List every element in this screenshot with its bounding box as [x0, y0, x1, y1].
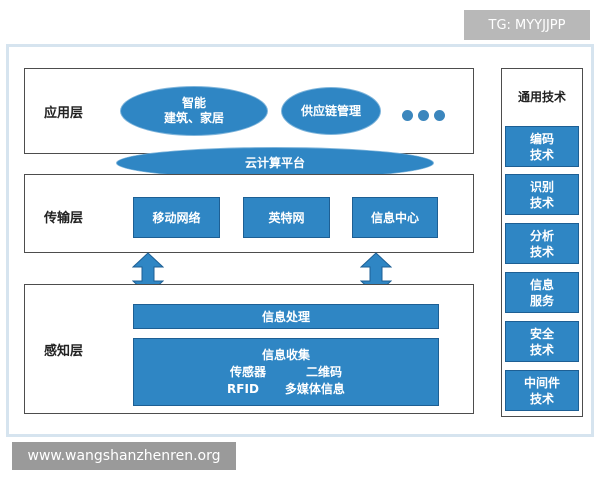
tech-item-analysis: 分析 技术	[505, 223, 579, 264]
building-home-label: 建筑、家居	[163, 111, 224, 125]
more-dot-2	[418, 110, 429, 121]
tech-item-middleware-line1: 中间件	[523, 375, 560, 390]
application-layer-label: 应用层	[44, 106, 84, 121]
mobile-network-box: 移动网络	[133, 197, 220, 238]
cloud-platform-label: 云计算平台	[244, 155, 305, 170]
tech-item-analysis-line2: 技术	[529, 244, 554, 259]
information-center-box: 信息中心	[352, 197, 438, 238]
general-tech-header: 通用技术	[517, 89, 566, 104]
perception-layer-label: 感知层	[44, 344, 84, 359]
tg-tag: TG: MYYJJPP	[464, 10, 590, 40]
smart-building-home-ellipse: 智能 建筑、家居	[120, 86, 268, 136]
supply-chain-label: 供应链管理	[300, 103, 361, 118]
more-dot-1	[402, 110, 413, 121]
tech-item-encoding: 编码 技术	[505, 126, 579, 167]
tech-item-recognition: 识别 技术	[505, 174, 579, 215]
tech-item-middleware: 中间件 技术	[505, 370, 579, 411]
internet-box: 英特网	[243, 197, 330, 238]
qr-code-label: 二维码	[306, 364, 343, 379]
website-watermark: www.wangshanzhenren.org	[12, 442, 236, 470]
information-processing-box: 信息处理	[133, 304, 439, 329]
collection-row-2: RFID 多媒体信息	[134, 381, 438, 398]
tech-item-recognition-line1: 识别	[529, 179, 554, 194]
tech-item-encoding-line1: 编码	[529, 131, 554, 146]
collection-row-1: 传感器 二维码	[134, 364, 438, 381]
multimedia-label: 多媒体信息	[284, 381, 345, 396]
tech-item-analysis-line1: 分析	[529, 228, 554, 243]
supply-chain-ellipse: 供应链管理	[281, 87, 381, 135]
more-dot-3	[434, 110, 445, 121]
tech-item-info-service-line1: 信息	[529, 277, 554, 292]
tech-item-info-service: 信息 服务	[505, 272, 579, 313]
sensor-label: 传感器	[229, 364, 266, 379]
tech-item-security-line1: 安全	[529, 326, 554, 341]
tech-item-info-service-line2: 服务	[529, 293, 554, 308]
rfid-label: RFID	[227, 381, 259, 396]
transport-layer-label: 传输层	[44, 211, 84, 226]
collection-title: 信息收集	[261, 347, 310, 362]
smart-label: 智能	[181, 96, 206, 110]
tech-item-middleware-line2: 技术	[529, 391, 554, 406]
information-collection-box: 信息收集 传感器 二维码 RFID 多媒体信息	[133, 338, 439, 406]
tech-item-security-line2: 技术	[529, 342, 554, 357]
tech-item-security: 安全 技术	[505, 321, 579, 362]
tech-item-encoding-line2: 技术	[529, 147, 554, 162]
tech-item-recognition-line2: 技术	[529, 195, 554, 210]
